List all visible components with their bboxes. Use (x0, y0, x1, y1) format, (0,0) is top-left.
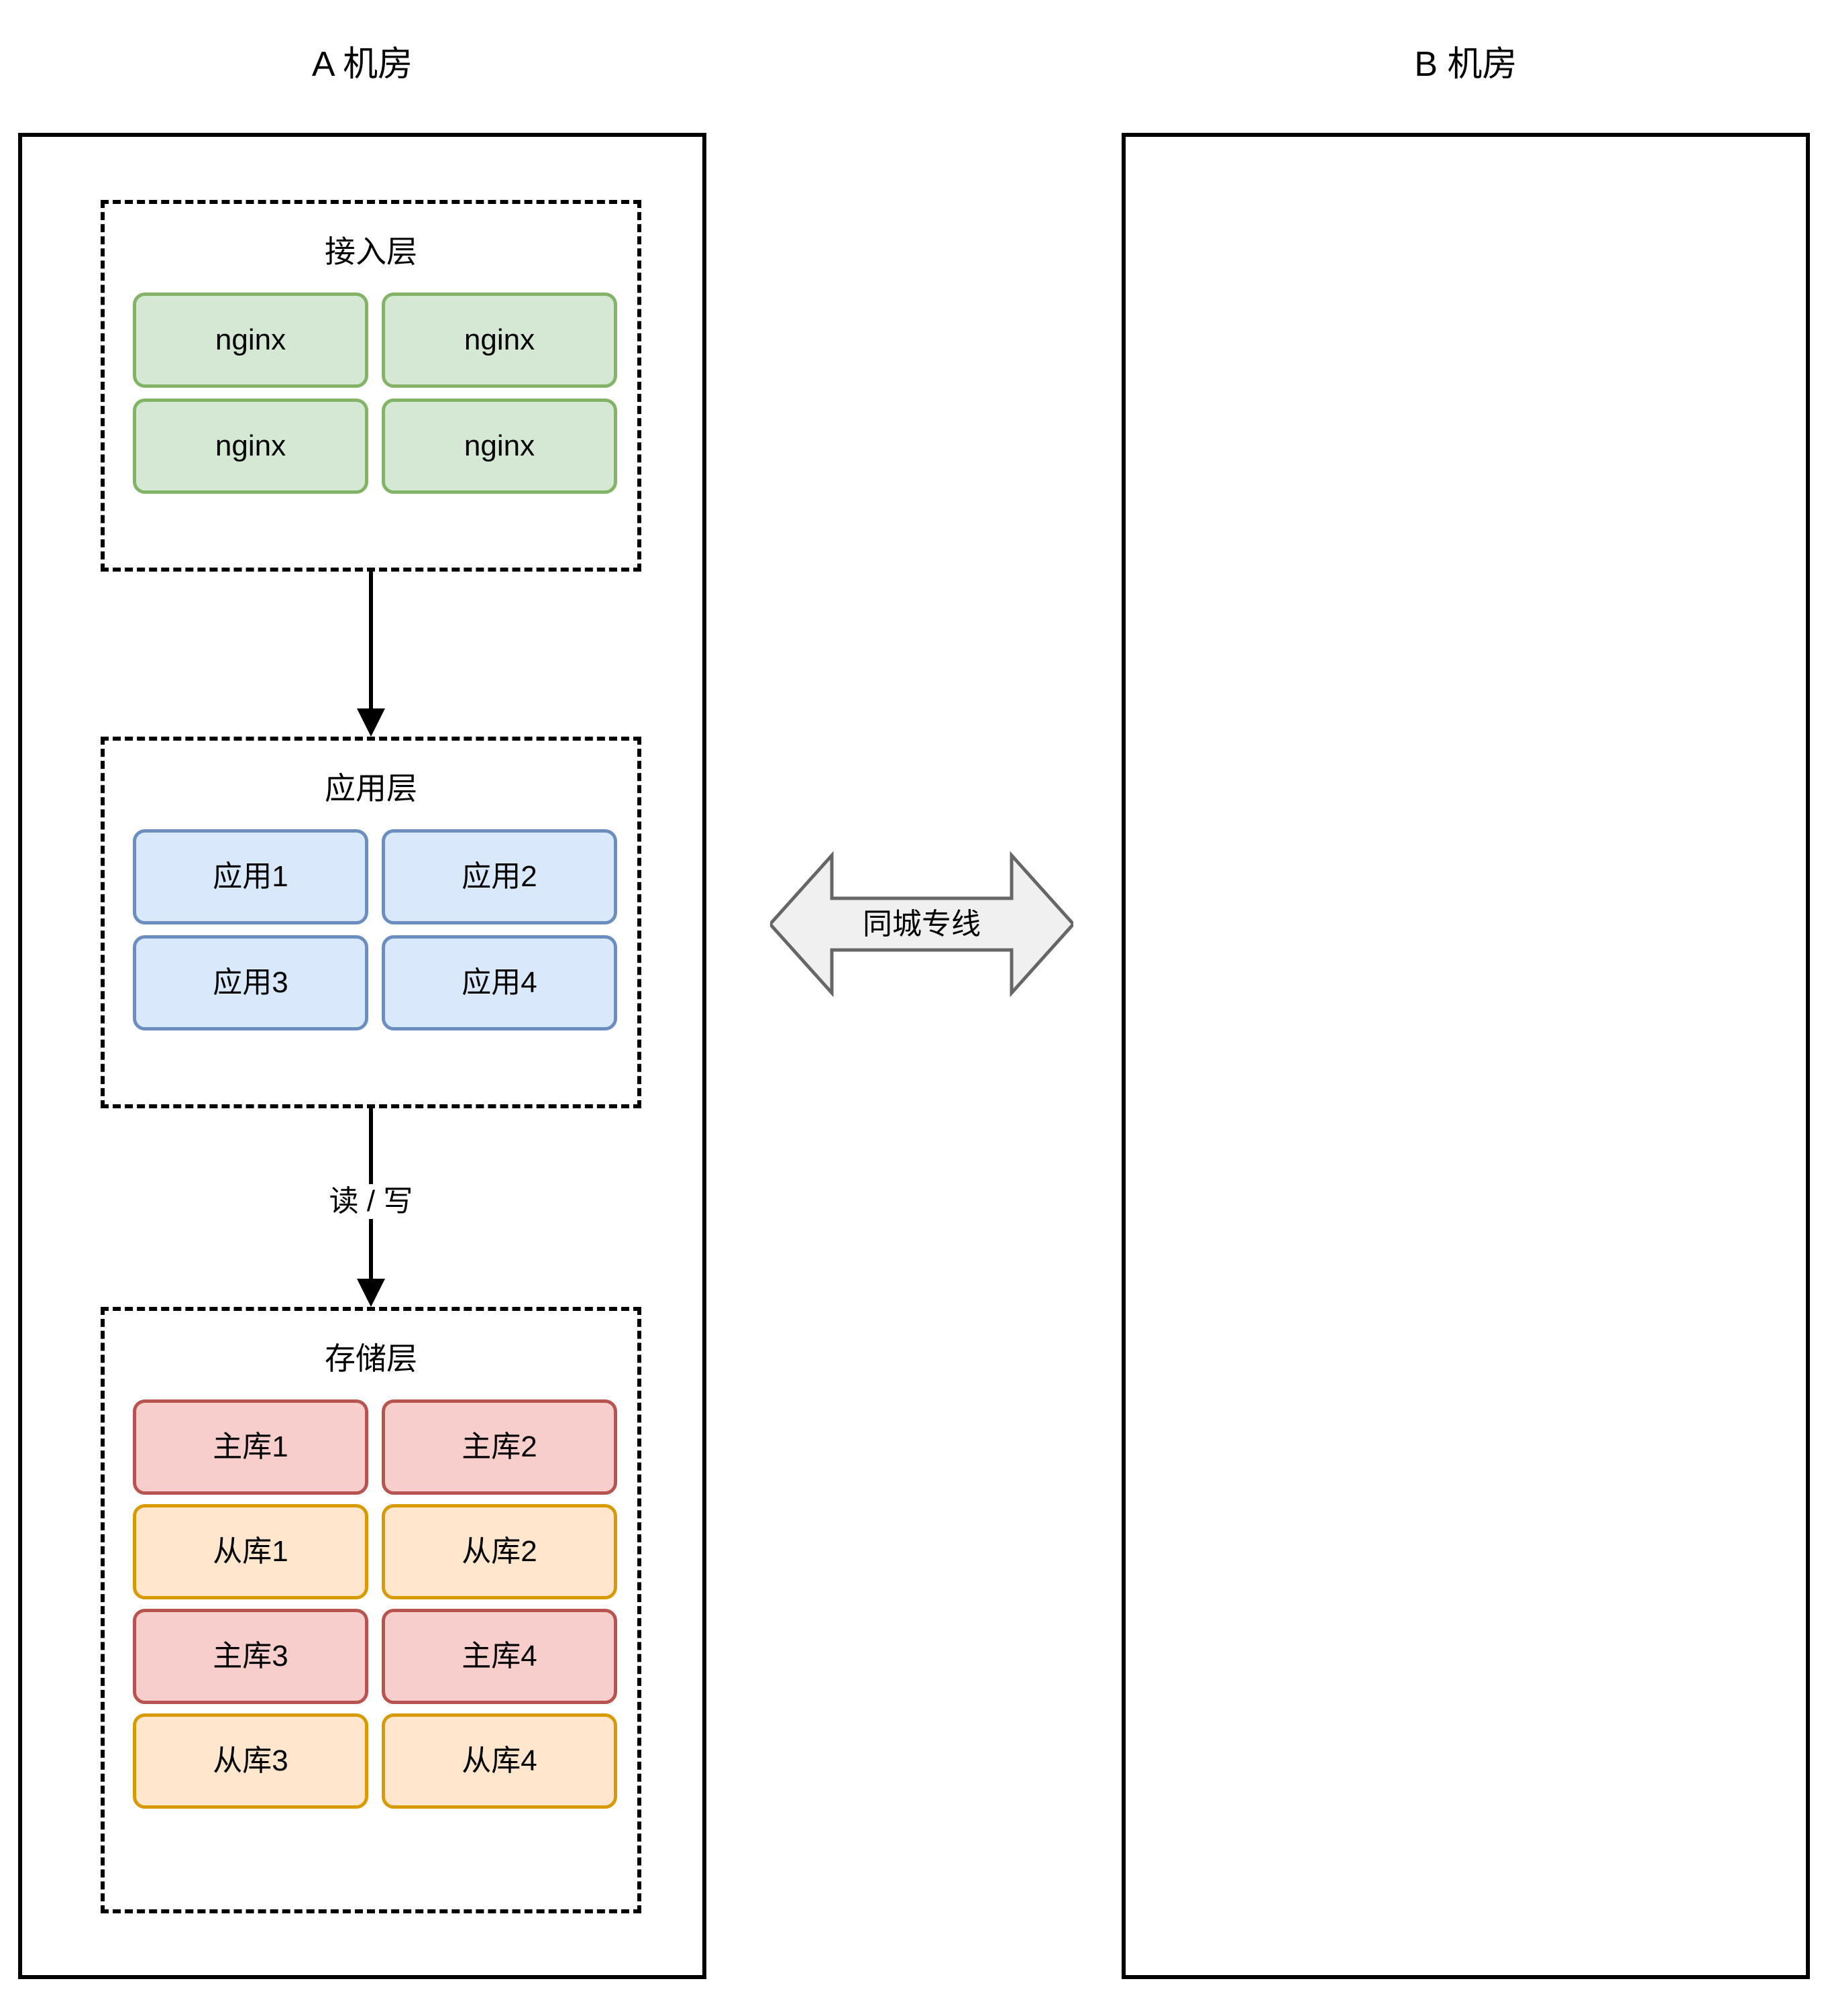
layer-access: 接入层 nginx nginx nginx nginx (101, 200, 641, 572)
node-slave-db-4[interactable]: 从库4 (382, 1713, 617, 1809)
node-app-3[interactable]: 应用3 (133, 935, 368, 1030)
layer-app-title: 应用层 (325, 771, 417, 806)
arrow-head-down-icon (357, 708, 385, 737)
node-slave-db-1[interactable]: 从库1 (133, 1504, 368, 1599)
node-nginx-4[interactable]: nginx (382, 399, 617, 494)
node-app-2[interactable]: 应用2 (382, 829, 617, 924)
layer-storage-node-grid: 主库1 主库2 从库1 从库2 主库3 主库4 从库3 从库4 (133, 1399, 617, 1809)
node-master-db-1[interactable]: 主库1 (133, 1399, 368, 1495)
arrow-shaft (369, 572, 373, 712)
node-nginx-3[interactable]: nginx (133, 399, 368, 494)
layer-storage-title: 存储层 (325, 1341, 417, 1376)
node-app-1[interactable]: 应用1 (133, 829, 368, 924)
arrow-label-read-write: 读 / 写 (325, 1184, 417, 1219)
layer-app: 应用层 应用1 应用2 应用3 应用4 (101, 737, 641, 1108)
datacenter-b-box (1122, 133, 1810, 1979)
node-slave-db-3[interactable]: 从库3 (133, 1713, 368, 1809)
node-nginx-2[interactable]: nginx (382, 293, 617, 388)
layer-access-node-grid: nginx nginx nginx nginx (133, 293, 617, 494)
layer-app-node-grid: 应用1 应用2 应用3 应用4 (133, 829, 617, 1030)
node-nginx-1[interactable]: nginx (133, 293, 368, 388)
node-master-db-2[interactable]: 主库2 (382, 1399, 617, 1495)
arrow-head-down-icon (357, 1279, 385, 1307)
double-arrow-icon (770, 851, 1073, 998)
node-master-db-3[interactable]: 主库3 (133, 1609, 368, 1704)
node-slave-db-2[interactable]: 从库2 (382, 1504, 617, 1599)
node-app-4[interactable]: 应用4 (382, 935, 617, 1030)
layer-access-title: 接入层 (325, 234, 417, 269)
layer-storage: 存储层 主库1 主库2 从库1 从库2 主库3 主库4 从库3 从库4 (101, 1307, 641, 1913)
dedicated-line-link: 同城专线 (770, 835, 1073, 1013)
datacenter-b-title: B 机房 (1414, 45, 1517, 84)
datacenter-a-title: A 机房 (311, 45, 413, 84)
node-master-db-4[interactable]: 主库4 (382, 1609, 617, 1704)
